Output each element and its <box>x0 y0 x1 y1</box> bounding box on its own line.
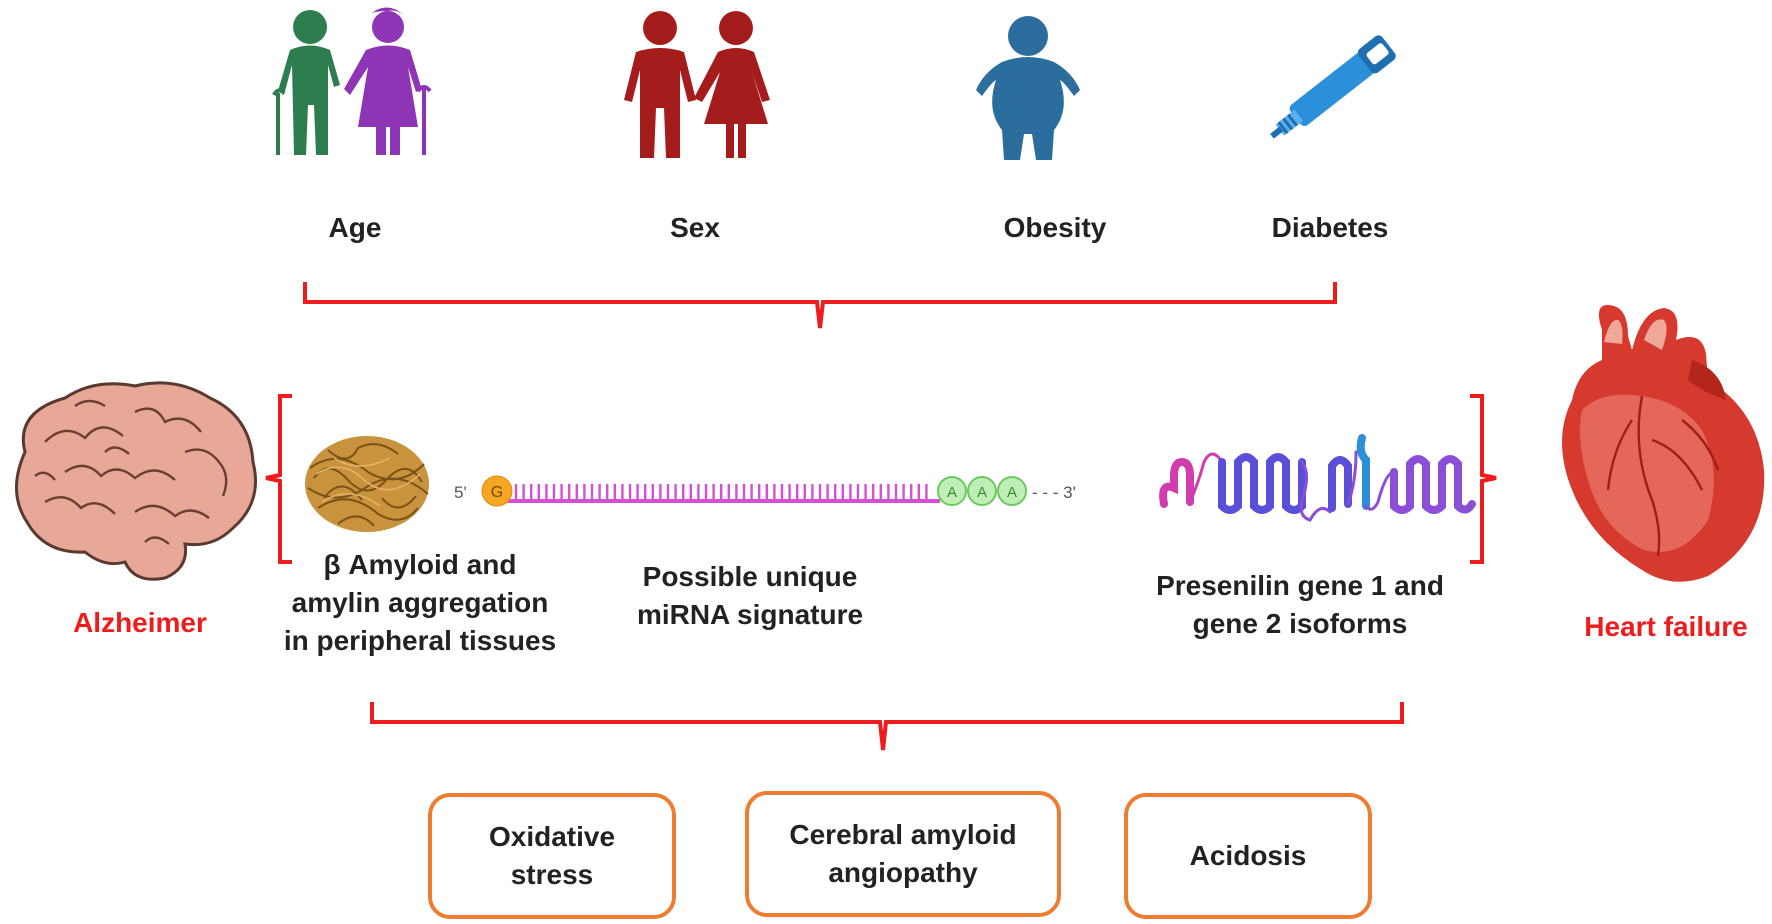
mrna-cap-label: G <box>491 484 503 501</box>
risk-factor-obesity: Obesity <box>1003 212 1107 243</box>
mechanism-amyloid-line: in peripheral tissues <box>283 625 557 657</box>
mechanism-amyloid: β Amyloid and amylin aggregation in peri… <box>260 546 580 660</box>
mechanism-mirna-line: Possible unique <box>642 561 858 592</box>
obese-person-icon <box>976 16 1080 160</box>
risk-factor-diabetes: Diabetes <box>1271 212 1389 243</box>
elderly-couple-icon <box>272 7 432 155</box>
outcome-label: Oxidative stress <box>488 820 616 890</box>
condition-heart-failure: Heart failure <box>1584 611 1748 642</box>
mechanism-presenilin-line: Presenilin gene 1 and <box>1156 570 1444 601</box>
heart-icon <box>1562 305 1765 582</box>
couple-icon <box>624 11 770 158</box>
mrna-3prime-label: - - - 3' <box>1032 483 1076 502</box>
risk-factor-sex: Sex <box>670 212 720 243</box>
amyloid-fibril-icon <box>305 436 429 532</box>
mechanism-mirna: Possible unique miRNA signature <box>610 558 890 634</box>
outcome-label: Acidosis <box>1189 839 1307 871</box>
condition-alzheimer: Alzheimer <box>73 607 207 638</box>
mechanism-mirna-line: miRNA signature <box>636 599 864 631</box>
mechanism-presenilin: Presenilin gene 1 and gene 2 isoforms <box>1130 567 1470 643</box>
mrna-5prime-label: 5' <box>454 483 467 502</box>
mrna-polya-label: A <box>1007 484 1017 501</box>
outcome-box-oxidative-stress: Oxidative stress <box>428 793 676 919</box>
presenilin-protein-icon <box>1159 434 1476 522</box>
brain-icon <box>15 381 257 581</box>
mechanism-amyloid-line: amylin aggregation <box>291 587 549 619</box>
outcome-label: Cerebral amyloid angiopathy <box>789 818 1017 888</box>
mrna-polya-label: A <box>977 484 987 501</box>
mrna-strand-icon: 5' G A A A - - - 3' <box>454 475 1076 507</box>
outcome-box-acidosis: Acidosis <box>1124 793 1372 919</box>
risk-factor-age: Age <box>328 212 382 243</box>
mrna-polya-label: A <box>947 484 957 501</box>
outcome-box-cerebral-amyloid-angiopathy: Cerebral amyloid angiopathy <box>745 791 1061 917</box>
mechanism-amyloid-line: β Amyloid and <box>323 549 517 580</box>
insulin-pen-icon <box>1270 35 1396 139</box>
mechanism-presenilin-line: gene 2 isoforms <box>1192 608 1408 640</box>
